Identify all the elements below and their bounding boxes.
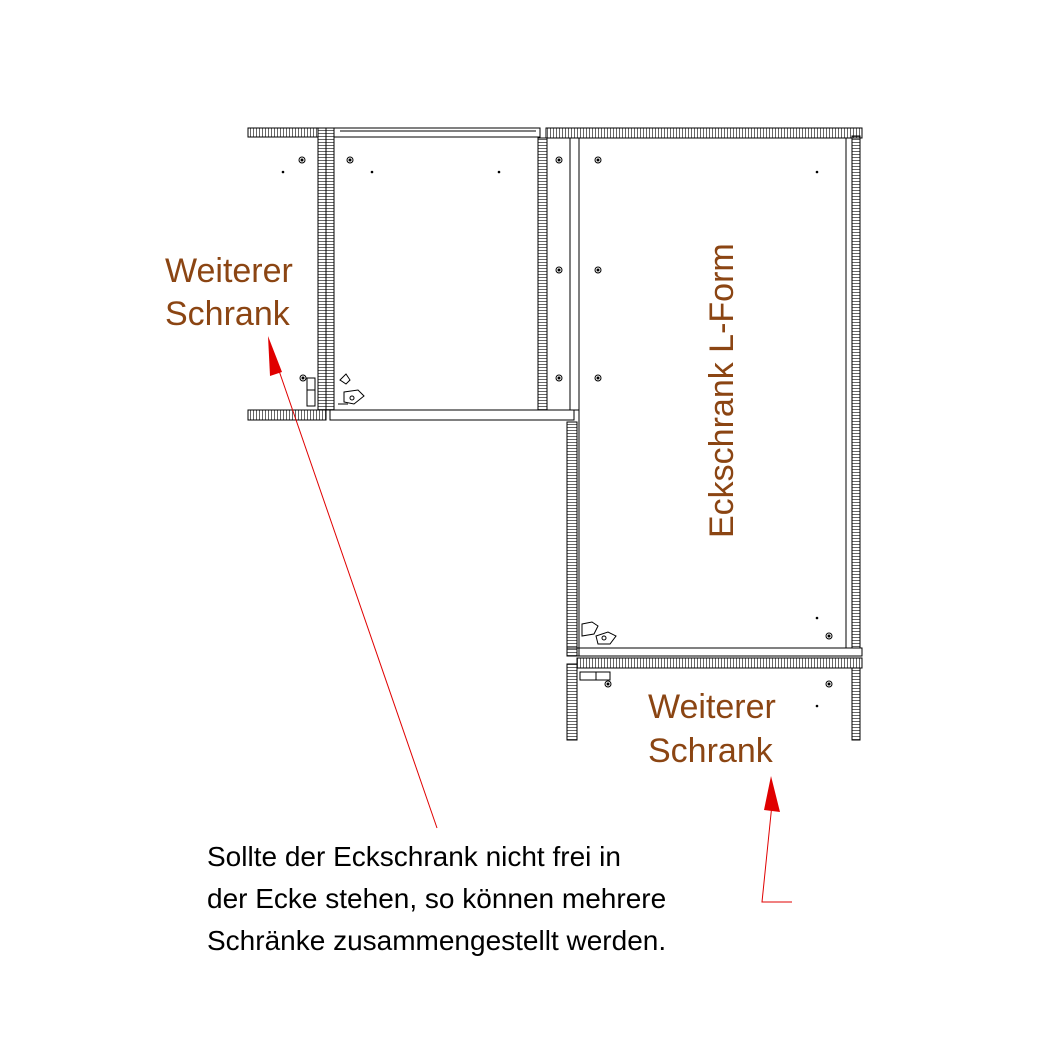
left-cabinet-label-line2: Schrank (165, 295, 291, 333)
note-line-3: Schränke zusammengestellt werden. (207, 925, 666, 956)
hinge-corner-cabinet (579, 621, 617, 681)
left-cabinet-bottom-panel (247, 409, 575, 421)
note-line-1: Sollte der Eckschrank nicht frei in (207, 841, 621, 872)
bottom-cabinet-label-line1: Weiterer (648, 688, 776, 726)
arrow-to-left-cabinet (268, 336, 438, 829)
bottom-cabinet-label-line2: Schrank (648, 732, 774, 770)
lower-cabinet-left-panel (566, 663, 578, 741)
left-divider-panel (317, 127, 335, 411)
top-panel-left (247, 127, 319, 138)
right-side-panel (845, 135, 861, 649)
note-line-2: der Ecke stehen, so können mehrere (207, 883, 666, 914)
left-cabinet-label-line1: Weiterer (165, 252, 293, 290)
small-dots (281, 170, 819, 708)
top-panel-middle (333, 127, 541, 138)
lower-cabinet-right-panel (851, 667, 861, 741)
corner-inner-side-panel (566, 410, 580, 657)
top-panel-right (545, 127, 863, 139)
corner-cabinet-label: Eckschrank L-Form (703, 243, 741, 538)
screws (298, 156, 833, 688)
arrow-to-bottom-cabinet (761, 776, 792, 903)
middle-divider-panel (537, 137, 580, 411)
hinge-left-cabinet (306, 373, 365, 407)
corner-front-panel (566, 647, 863, 669)
